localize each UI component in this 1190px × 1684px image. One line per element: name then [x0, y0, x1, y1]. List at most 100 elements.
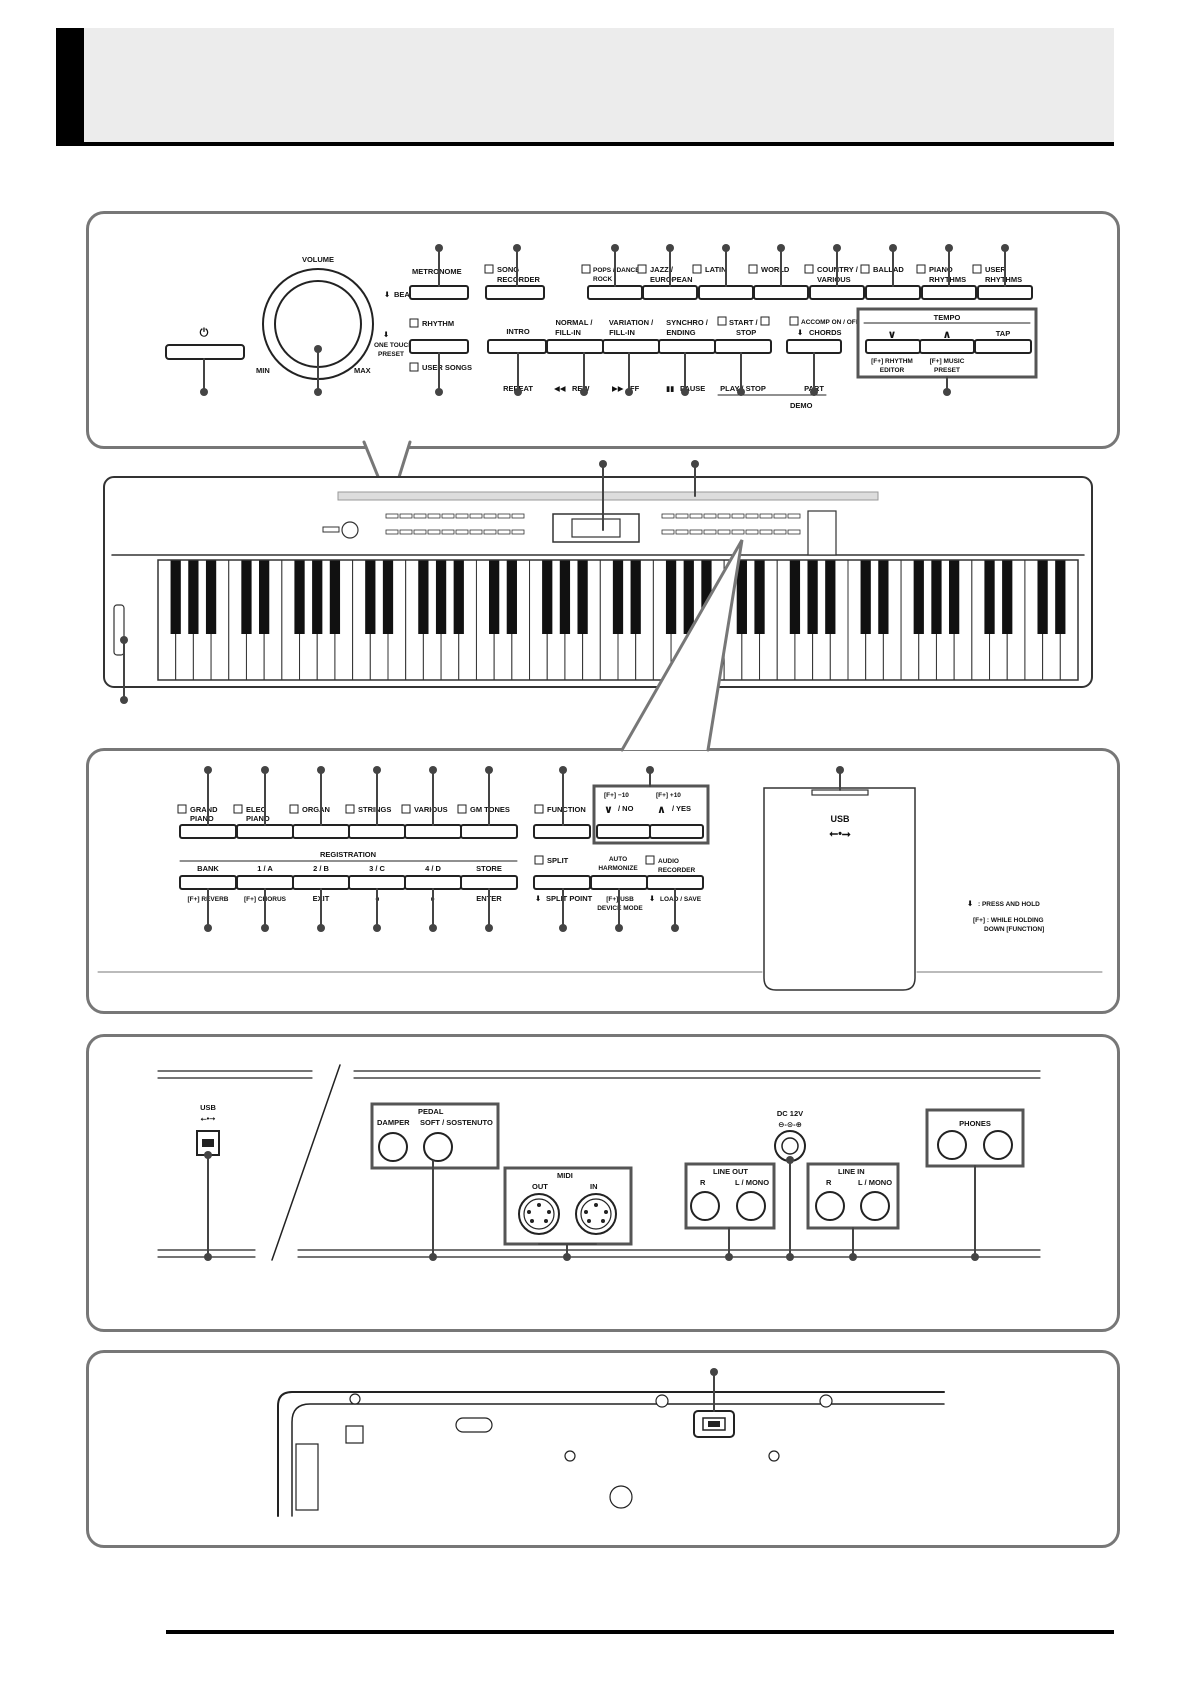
- rhythm-latin-button[interactable]: [698, 285, 754, 300]
- metronome-label: METRONOME: [412, 267, 462, 276]
- synchro-ending-button[interactable]: [658, 339, 716, 354]
- black-key: [913, 560, 924, 634]
- svg-text:IN: IN: [590, 1182, 598, 1191]
- tone-grand-piano-button[interactable]: [179, 824, 237, 839]
- metronome-button[interactable]: [409, 285, 469, 300]
- power-control: ⏻: [165, 326, 245, 396]
- function-button[interactable]: [533, 824, 591, 839]
- registration-3-button[interactable]: [348, 875, 406, 890]
- lcd-display: [571, 518, 621, 538]
- minus-no-button[interactable]: [596, 824, 651, 839]
- dc-in-group: DC 12V ⊖-⊙-⊕: [774, 1109, 806, 1261]
- soft-sostenuto-jack[interactable]: [423, 1132, 453, 1162]
- accomp-button[interactable]: [786, 339, 842, 354]
- bank-button[interactable]: [179, 875, 237, 890]
- variation-fill-in-button[interactable]: [602, 339, 660, 354]
- svg-text:CHORDS: CHORDS: [809, 328, 842, 337]
- rhythm-country-button[interactable]: [809, 285, 865, 300]
- rhythm-jazz-button[interactable]: [642, 285, 698, 300]
- tempo-down-button[interactable]: [865, 339, 921, 354]
- audio-recorder-button[interactable]: [646, 875, 704, 890]
- start-stop-button[interactable]: [714, 339, 772, 354]
- mini-button: [703, 513, 717, 519]
- function-label: FUNCTION: [547, 805, 586, 814]
- svg-text:REW: REW: [572, 384, 590, 393]
- line-in-l-mono-jack[interactable]: [860, 1191, 890, 1221]
- svg-text:VARIOUS: VARIOUS: [414, 805, 448, 814]
- registration-2-button[interactable]: [292, 875, 350, 890]
- svg-text:R: R: [826, 1178, 832, 1187]
- svg-text:4 / D: 4 / D: [425, 864, 441, 873]
- tone-various-button[interactable]: [404, 824, 462, 839]
- song-recorder-button[interactable]: [485, 285, 545, 300]
- power-button[interactable]: [165, 344, 245, 360]
- damper-jack[interactable]: [378, 1132, 408, 1162]
- mini-button: [483, 529, 497, 535]
- phones-group: PHONES: [925, 1108, 1025, 1261]
- black-key: [1037, 560, 1048, 634]
- rhythm-pops-button[interactable]: [587, 285, 643, 300]
- phones-jack-1[interactable]: [937, 1130, 967, 1160]
- rhythm-group-country: COUNTRY / VARIOUS: [804, 244, 865, 300]
- mini-button: [413, 513, 427, 519]
- line-out-r-jack[interactable]: [690, 1191, 720, 1221]
- music-stand-slot: [337, 491, 879, 501]
- mini-button: [745, 513, 759, 519]
- intro-button[interactable]: [487, 339, 547, 354]
- rhythm-ballad-button[interactable]: [865, 285, 921, 300]
- volume-min-label: MIN: [256, 366, 270, 375]
- dc-in-label: DC 12V: [777, 1109, 803, 1118]
- svg-text:2 / B: 2 / B: [313, 864, 329, 873]
- tone-strings-button[interactable]: [348, 824, 406, 839]
- chassis-outline: [277, 1391, 945, 1517]
- user-songs-label: USER SONGS: [422, 363, 472, 372]
- tempo-up-button[interactable]: [919, 339, 975, 354]
- registration-1-button[interactable]: [236, 875, 294, 890]
- split-button[interactable]: [533, 875, 591, 890]
- auto-harmonize-button[interactable]: [590, 875, 648, 890]
- rhythm-piano-button[interactable]: [921, 285, 977, 300]
- legend: ⬇ : PRESS AND HOLD [F+] : WHILE HOLDING …: [967, 899, 1044, 933]
- tap-button[interactable]: [974, 339, 1032, 354]
- volume-max-label: MAX: [354, 366, 371, 375]
- tone-organ-button[interactable]: [292, 824, 350, 839]
- mini-button: [717, 513, 731, 519]
- svg-text:JAZZ /: JAZZ /: [650, 265, 674, 274]
- line-out-l-mono-jack[interactable]: [736, 1191, 766, 1221]
- split-harmonize-recorder-group: SPLIT ⬇ SPLIT POINT AUTO HARMONIZE [F+] …: [533, 855, 704, 932]
- black-key: [489, 560, 500, 634]
- tone-gm-tones-button[interactable]: [460, 824, 518, 839]
- mini-button: [385, 529, 399, 535]
- svg-text:PLAY / STOP: PLAY / STOP: [720, 384, 766, 393]
- hold-icon: ⬇: [967, 899, 973, 908]
- mini-button: [689, 513, 703, 519]
- normal-fill-in-button[interactable]: [546, 339, 604, 354]
- svg-text:PRESET: PRESET: [934, 367, 960, 374]
- tone-elec-piano-button[interactable]: [236, 824, 294, 839]
- lower-callout-pointer: [620, 539, 744, 752]
- rear-usb-group: USB ⭠•⭢: [196, 1103, 220, 1261]
- store-button[interactable]: [460, 875, 518, 890]
- line-in-r-jack[interactable]: [815, 1191, 845, 1221]
- rhythm-world-button[interactable]: [753, 285, 809, 300]
- svg-text:/ YES: / YES: [672, 804, 691, 813]
- footer-rule: [166, 1630, 1114, 1634]
- black-key: [506, 560, 517, 634]
- svg-text:RHYTHMS: RHYTHMS: [985, 275, 1022, 284]
- svg-text:SYNCHRO /: SYNCHRO /: [666, 318, 709, 327]
- pitch-bend-wheel: [113, 604, 125, 656]
- rhythm-user-songs-button[interactable]: [409, 339, 469, 354]
- black-key: [294, 560, 305, 634]
- line-out-group: LINE OUT R L / MONO: [684, 1162, 776, 1261]
- plus-yes-button[interactable]: [649, 824, 704, 839]
- phones-jack-2[interactable]: [983, 1130, 1013, 1160]
- registration-4-button[interactable]: [404, 875, 462, 890]
- rhythm-user-button[interactable]: [977, 285, 1033, 300]
- hold-icon: ⬇: [384, 290, 390, 299]
- beat-label: BEAT: [394, 290, 414, 299]
- black-key: [170, 560, 181, 634]
- mini-button: [497, 529, 511, 535]
- svg-text:LOAD / SAVE: LOAD / SAVE: [660, 896, 702, 903]
- svg-text:ACCOMP ON / OFF: ACCOMP ON / OFF: [801, 319, 860, 326]
